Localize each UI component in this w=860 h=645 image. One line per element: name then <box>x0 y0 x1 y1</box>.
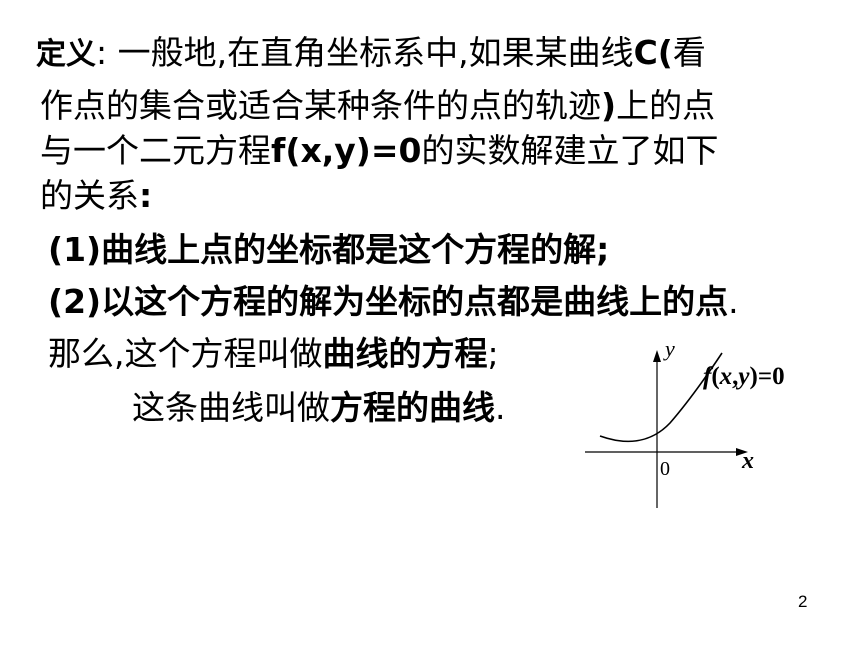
line3-post: 的实数解建立了如下 <box>421 131 719 170</box>
definition-line-4: 的关系: <box>40 176 152 216</box>
curve-equation-label: f(x,y)=0 <box>703 363 785 390</box>
conclusion-2-pre: 这条曲线叫做 <box>132 388 330 427</box>
condition-2: (2)以这个方程的解为坐标的点都是曲线上的点. <box>48 282 739 322</box>
line2-paren: ) <box>601 86 617 125</box>
eq-y: y <box>735 363 750 390</box>
curve-graph: y x 0 f(x,y)=0 <box>585 336 785 508</box>
line3-equation: f(x,y)=0 <box>271 131 422 170</box>
definition-label: 定义 <box>36 37 96 72</box>
x-axis-label: x <box>741 448 754 474</box>
conclusion-1-end: ; <box>487 334 499 373</box>
eq-comma: , <box>732 363 738 390</box>
condition-2-text: (2)以这个方程的解为坐标的点都是曲线上的点 <box>48 282 729 321</box>
conclusion-2-end: . <box>495 388 506 427</box>
conclusion-1-pre: 那么,这个方程叫做 <box>48 334 323 373</box>
eq-x: x <box>719 363 733 390</box>
definition-line-1: 定义: 一般地,在直角坐标系中,如果某曲线C(看 <box>36 33 706 75</box>
y-axis-arrow <box>653 350 661 362</box>
line1-curve-c: C( <box>633 33 673 72</box>
curve-equation-term: 曲线的方程 <box>322 334 488 373</box>
equation-curve-term: 方程的曲线 <box>330 388 495 427</box>
line1-tail: 看 <box>672 33 706 72</box>
eq-close: )=0 <box>750 363 785 390</box>
eq-f: f <box>703 363 714 390</box>
curve-c <box>599 352 723 443</box>
y-axis-label: y <box>663 336 675 361</box>
line4-colon: : <box>139 176 153 215</box>
page-number: 2 <box>798 592 808 611</box>
condition-2-end: . <box>728 282 739 321</box>
line3-pre: 与一个二元方程 <box>40 131 271 170</box>
definition-line-3: 与一个二元方程f(x,y)=0的实数解建立了如下 <box>40 131 718 171</box>
definition-line-2: 作点的集合或适合某种条件的点的轨迹)上的点 <box>40 86 715 126</box>
conclusion-1: 那么,这个方程叫做曲线的方程; <box>48 334 499 374</box>
line2-text: 作点的集合或适合某种条件的点的轨迹 <box>40 86 601 125</box>
origin-label: 0 <box>660 458 670 480</box>
line2-tail: 上的点 <box>616 86 716 125</box>
line4-pre: 的关系 <box>40 176 139 215</box>
condition-1: (1)曲线上点的坐标都是这个方程的解; <box>48 230 610 269</box>
conclusion-2: 这条曲线叫做方程的曲线. <box>132 388 506 428</box>
x-axis-arrow <box>736 448 748 456</box>
eq-open: ( <box>711 363 719 390</box>
line1-text: : 一般地,在直角坐标系中,如果某曲线 <box>96 33 634 72</box>
